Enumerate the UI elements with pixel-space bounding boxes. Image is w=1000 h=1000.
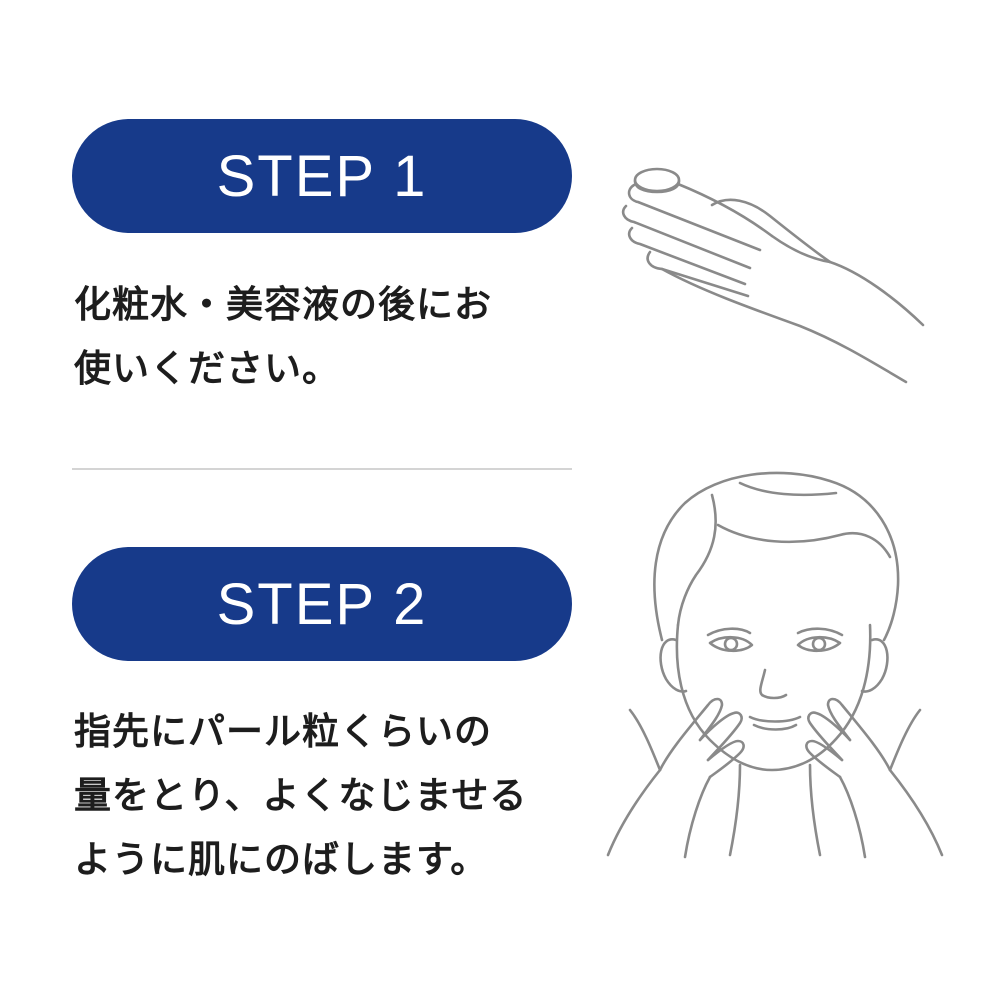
step-2-description-line: 指先にパール粒くらいの <box>74 710 492 753</box>
hand-with-product-icon <box>621 167 925 384</box>
step-1-description-line: 使いください。 <box>74 347 340 390</box>
face-applying-cream-icon <box>606 471 944 859</box>
step-2-description-line: ように肌にのばします。 <box>74 838 489 881</box>
step-divider <box>72 468 572 470</box>
step-2-description-line: 量をとり、よくなじませる <box>74 774 528 817</box>
step-1-description-line: 化粧水・美容液の後にお <box>74 283 492 326</box>
step-2-description: 指先にパール粒くらいの 量をとり、よくなじませる ように肌にのばします。 <box>74 700 527 892</box>
step-1-label: STEP 1 <box>72 119 572 233</box>
step-1-description: 化粧水・美容液の後にお 使いください。 <box>74 273 492 401</box>
step-2-label: STEP 2 <box>72 547 572 661</box>
